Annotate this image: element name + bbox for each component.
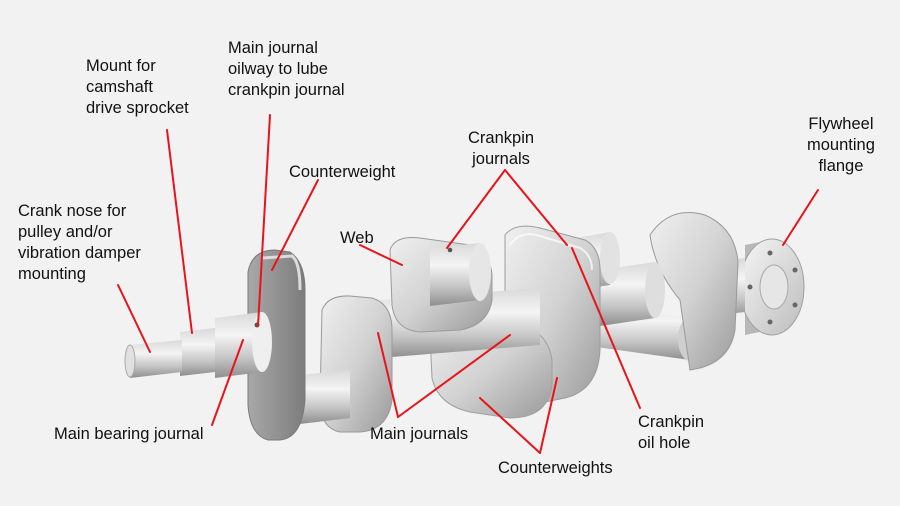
leader-web — [359, 244, 403, 266]
label-crankpin-journals: Crankpin journals — [468, 129, 535, 168]
crank-nose — [130, 340, 182, 378]
label-crankpin-oil-hole: Crankpin oil hole — [638, 413, 705, 452]
flange-bolt-hole — [767, 250, 773, 256]
crankpin-front-oil-hole — [447, 247, 453, 253]
crankpin-front — [430, 243, 480, 306]
leader-crankpin-1 — [446, 169, 506, 249]
leader-main-journals-1 — [377, 332, 399, 418]
label-main-bearing-journal: Main bearing journal — [54, 425, 204, 443]
leader-main-journals-2 — [397, 334, 511, 418]
crankshaft-body — [124, 212, 805, 441]
flange-bolt-hole — [792, 267, 798, 273]
sprocket-mount — [180, 328, 215, 376]
lower-main-journal — [300, 370, 350, 424]
main-bearing-journal — [215, 312, 262, 378]
flange-bolt-hole — [792, 302, 798, 308]
flywheel-flange-hub — [759, 264, 789, 310]
leader-counterweights-2 — [539, 377, 558, 454]
label-main-journal-oilway: Main journal oilway to lube crankpin jou… — [228, 39, 345, 99]
leader-crankpin-2 — [504, 169, 568, 246]
leader-crankpin-oil-hole — [571, 247, 641, 409]
leader-flywheel — [782, 189, 819, 246]
leader-mount-camshaft — [166, 129, 193, 334]
leader-oilway — [257, 114, 271, 327]
flange-bolt-hole — [747, 284, 753, 290]
label-crank-nose: Crank nose for pulley and/or vibration d… — [18, 202, 141, 283]
label-flywheel-flange: Flywheel mounting flange — [807, 115, 875, 175]
rear-counterweight — [649, 212, 739, 371]
label-main-journals: Main journals — [370, 425, 469, 443]
crank-nose-end — [124, 344, 136, 378]
leader-main-bearing — [211, 339, 244, 426]
front-counterweight — [247, 249, 306, 441]
leader-counterweight — [271, 179, 319, 271]
label-web: Web — [340, 229, 374, 247]
flange-bolt-hole — [767, 319, 773, 325]
leader-crank-nose — [117, 284, 151, 353]
label-mount-camshaft: Mount for camshaft drive sprocket — [86, 57, 189, 117]
label-counterweight: Counterweight — [289, 163, 396, 181]
leader-counterweights-1 — [479, 397, 541, 454]
leader-lines — [117, 114, 819, 454]
label-counterweights: Counterweights — [498, 459, 613, 477]
